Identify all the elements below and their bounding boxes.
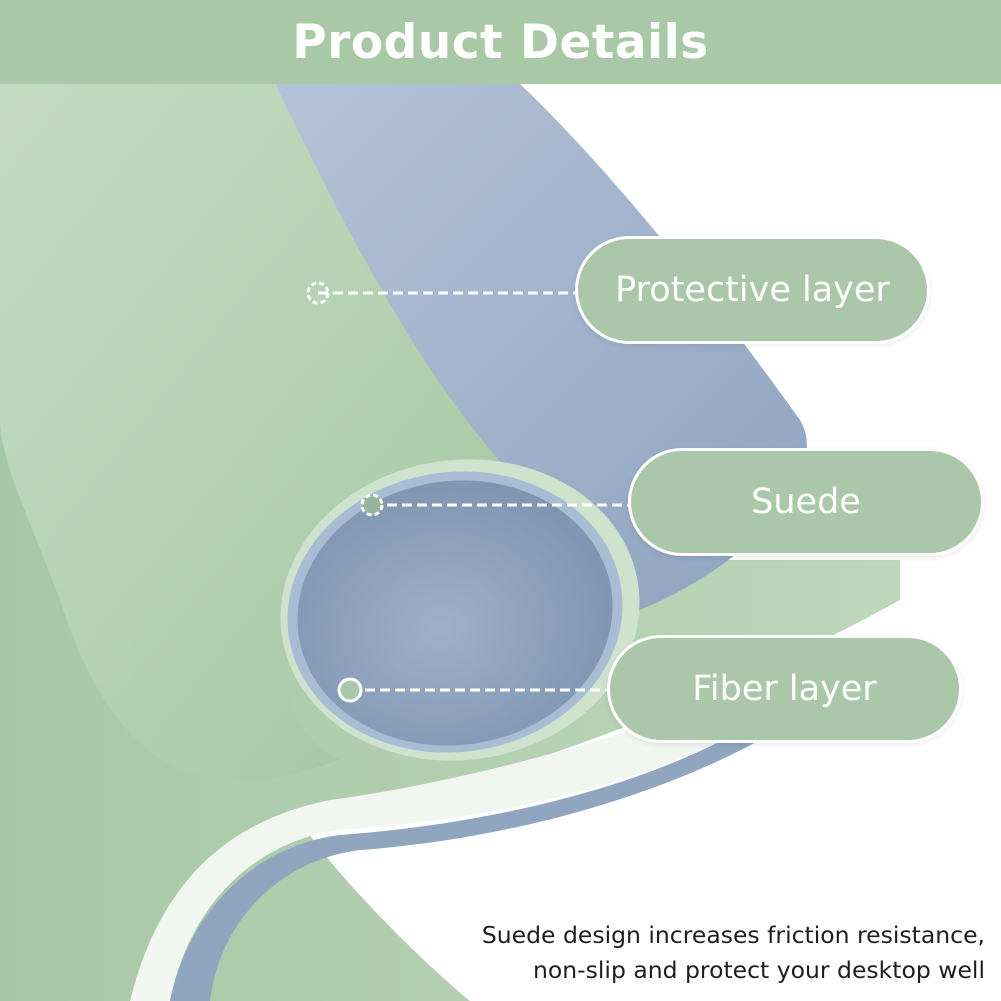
callout-protective-layer-label: Protective layer — [615, 270, 890, 310]
caption: Suede design increases friction resistan… — [365, 918, 985, 988]
caption-line-2: non-slip and protect your desktop well — [533, 956, 985, 984]
suede-marker — [360, 493, 384, 517]
desk-mat-illustration — [0, 84, 900, 1001]
lower-curl-blue — [170, 725, 760, 1001]
roll-inner — [297, 480, 613, 746]
callout-suede-label: Suede — [751, 482, 861, 522]
callout-protective-layer: Protective layer — [575, 236, 930, 344]
protective-marker — [306, 281, 330, 305]
upper-green-sheet — [0, 84, 560, 781]
page-title: Product Details — [292, 14, 709, 70]
callout-fiber-layer: Fiber layer — [607, 635, 962, 743]
callout-fiber-layer-label: Fiber layer — [692, 669, 877, 709]
caption-line-1: Suede design increases friction resistan… — [481, 921, 985, 949]
header-banner: Product Details — [0, 0, 1001, 84]
callout-suede: Suede — [628, 448, 984, 556]
fiber-marker — [337, 677, 363, 703]
lower-curl — [130, 700, 760, 1001]
